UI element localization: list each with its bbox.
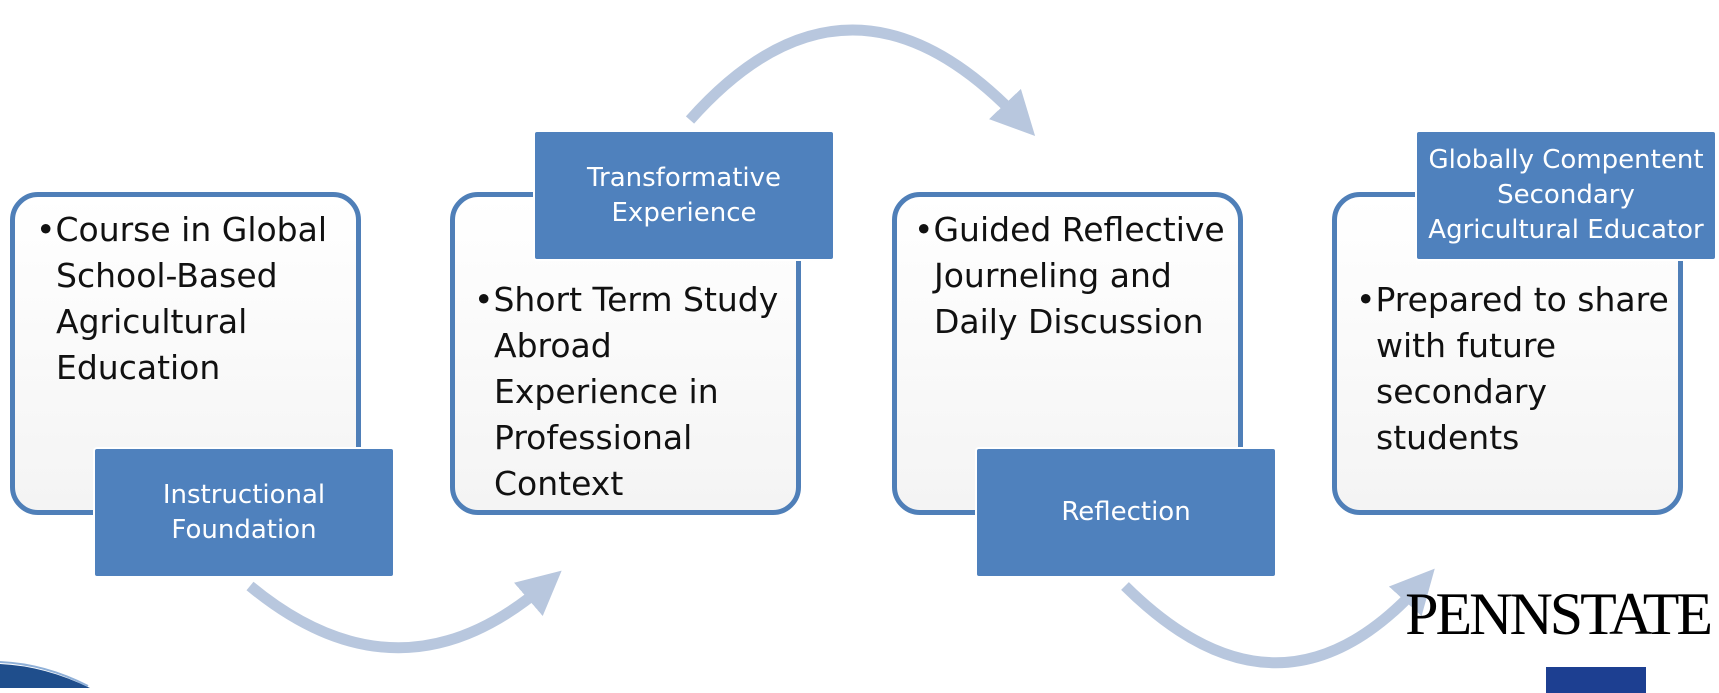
stage-4-label-text: Globally Compentent Secondary Agricultur… <box>1428 145 1704 245</box>
stage-1-label: Instructional Foundation <box>93 447 395 578</box>
stage-3-label: Reflection <box>975 447 1277 578</box>
stage-1-bullet: • <box>36 210 56 249</box>
stage-1-text: •Course in Global School-Based Agricultu… <box>30 207 350 391</box>
arrow-3-to-4 <box>1121 568 1435 669</box>
stage-3-bullet: • <box>914 210 934 249</box>
stage-4-text: •Prepared to share with future secondary… <box>1350 277 1680 461</box>
stage-4-description: Prepared to share with future secondary … <box>1375 280 1669 457</box>
stage-2-description: Short Term Study Abroad Experience in Pr… <box>493 280 779 503</box>
stage-4-bullet: • <box>1356 280 1376 319</box>
stage-2-bullet: • <box>474 280 494 319</box>
arrow-1-to-2 <box>246 570 562 654</box>
stage-2-text: •Short Term Study Abroad Experience in P… <box>468 277 798 507</box>
stage-3-label-text: Reflection <box>1061 497 1191 527</box>
arrow-2-to-3 <box>685 24 1036 136</box>
stage-2-label: Transformative Experience <box>533 130 835 261</box>
stage-3-description: Guided Reflective Journeling and Daily D… <box>933 210 1225 341</box>
stage-3-text: •Guided Reflective Journeling and Daily … <box>908 207 1238 345</box>
stage-1-description: Course in Global School-Based Agricultur… <box>55 210 328 387</box>
pennstate-logo-wordmark: PENNSTATE <box>1405 581 1713 647</box>
stage-1-label-text: Instructional Foundation <box>162 479 326 545</box>
stage-2-label-text: Transformative Experience <box>586 162 782 228</box>
corner-swoosh-icon <box>0 661 90 688</box>
stage-4-label: Globally Compentent Secondary Agricultur… <box>1415 130 1717 261</box>
pennstate-shield-icon <box>1546 667 1646 693</box>
